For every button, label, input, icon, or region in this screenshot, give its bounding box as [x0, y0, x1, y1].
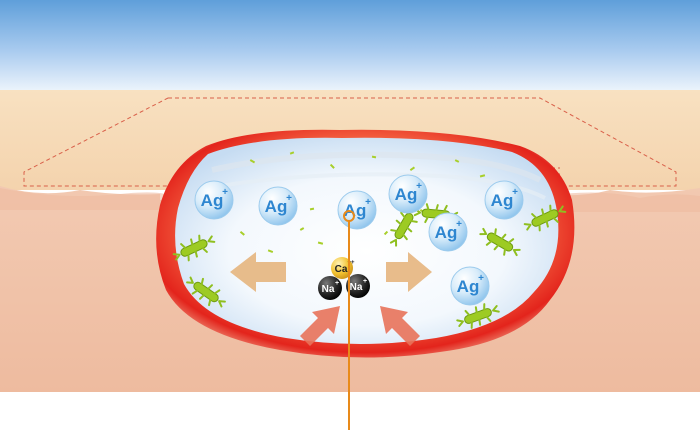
svg-text:+: + — [335, 280, 339, 287]
absorption-arrow-icon — [380, 306, 420, 346]
sodium-ion-icon: Na + — [318, 276, 342, 300]
svg-text:+: + — [365, 197, 371, 208]
silver-ion-icon: Ag + — [258, 186, 298, 226]
silver-ion-label: Ag — [265, 197, 288, 216]
svg-text:+: + — [286, 193, 292, 204]
silver-ion-label: Ag — [435, 223, 458, 242]
silver-ion-icon: Ag + — [484, 180, 524, 220]
silver-ion-label: Ag — [491, 191, 514, 210]
sodium-ion-label: Na — [350, 282, 363, 293]
silver-ion-icon: Ag + — [194, 180, 234, 220]
sky-background — [0, 0, 700, 92]
spread-arrow-icon — [230, 252, 286, 292]
dressing-outline — [23, 97, 677, 187]
svg-text:+: + — [456, 219, 462, 230]
svg-text:+: + — [512, 187, 518, 198]
silver-ion-label: Ag — [457, 277, 480, 296]
sodium-ion-icon: Na + — [346, 274, 370, 298]
calcium-ion-label: Ca — [335, 264, 348, 275]
svg-text:+: + — [363, 278, 367, 285]
silver-ion-icon: Ag + — [428, 212, 468, 252]
calcium-ion-icon: Ca ++ — [331, 257, 355, 279]
svg-text:+: + — [222, 187, 228, 198]
spread-arrow-icon — [386, 252, 432, 292]
silver-ion-label: Ag — [201, 191, 224, 210]
silver-ion-label: Ag — [344, 201, 367, 220]
svg-text:+: + — [478, 273, 484, 284]
absorption-arrow-icon — [300, 306, 340, 346]
silver-ion-icon: Ag + — [388, 174, 428, 214]
svg-text:+: + — [416, 181, 422, 192]
svg-text:++: ++ — [347, 260, 355, 266]
silver-ion-label: Ag — [395, 185, 418, 204]
silver-ion-icon: Ag + — [337, 190, 377, 230]
silver-ions: Ag + Ag + Ag + Ag + Ag + Ag + — [194, 174, 524, 306]
silver-ion-icon: Ag + — [450, 266, 490, 306]
sodium-ion-label: Na — [322, 284, 335, 295]
